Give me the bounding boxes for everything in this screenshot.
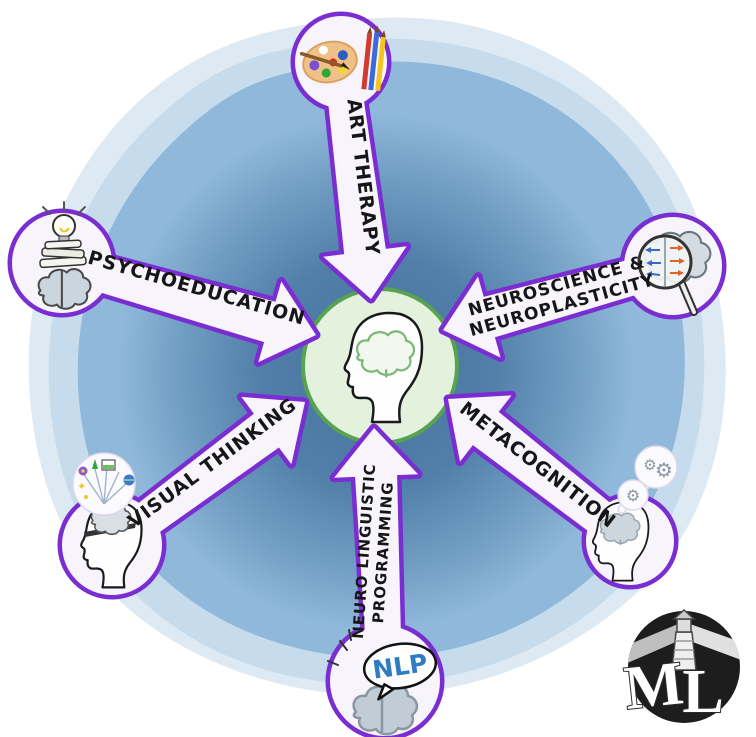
node-art-therapy: ART THERAPY (290, 11, 412, 304)
brain-books-lightbulb-icon (37, 201, 92, 310)
logo-letter-l: L (682, 658, 723, 726)
gear-icon: ⚙ (626, 486, 640, 505)
gear-icon: ⚙ (655, 458, 673, 482)
brain-speech-bubble-icon: NLP (327, 629, 438, 736)
lighthouse-icon (671, 608, 697, 671)
brain-magnifier-icon (637, 230, 712, 316)
node-visual-thinking: ✦ VISUAL THINKING (57, 392, 310, 600)
open-head-imagination-icon: ✦ (72, 452, 143, 589)
star-icon: ✦ (77, 480, 86, 493)
ml-lighthouse-logo: M L (620, 608, 740, 727)
tree-icon (92, 459, 98, 469)
node-nlp: NLP NEURO LINGUISTIC PROGRAMMING (325, 423, 445, 737)
logo-letter-m: M (621, 649, 686, 723)
star-icon (84, 495, 88, 499)
gear-icon: ⚙ (643, 456, 656, 474)
paint-palette-and-pencils-icon (299, 25, 386, 92)
light-beam-left (628, 624, 678, 668)
head-with-brain-icon (343, 311, 424, 424)
light-beam-right (690, 624, 740, 664)
head-thought-gears-icon: ⚙ ⚙ ⚙ (591, 445, 678, 582)
center-node (301, 287, 459, 445)
